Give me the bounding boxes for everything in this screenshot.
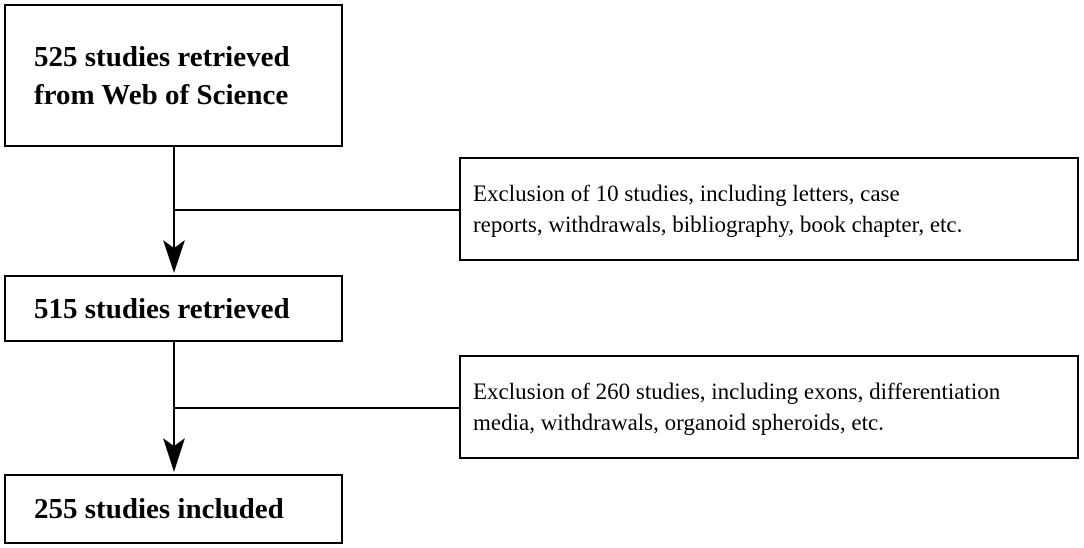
exclusion1-line1: Exclusion of 10 studies, including lette… xyxy=(473,181,900,206)
step1-box: 525 studies retrieved from Web of Scienc… xyxy=(4,4,343,147)
step1-text: 525 studies retrieved from Web of Scienc… xyxy=(34,38,290,114)
arrowhead-to-step3 xyxy=(163,438,185,472)
exclusion2-box: Exclusion of 260 studies, including exon… xyxy=(459,355,1079,459)
exclusion2-line1: Exclusion of 260 studies, including exon… xyxy=(473,379,1001,404)
exclusion2-line2: media, withdrawals, organoid spheroids, … xyxy=(473,410,884,435)
exclusion1-box: Exclusion of 10 studies, including lette… xyxy=(459,157,1079,261)
step2-line1: 515 studies retrieved xyxy=(34,292,290,325)
arrowhead-to-step2 xyxy=(163,240,185,273)
step3-text: 255 studies included xyxy=(34,490,284,528)
step2-box: 515 studies retrieved xyxy=(4,275,343,342)
step3-line1: 255 studies included xyxy=(34,493,284,525)
exclusion1-line2: reports, withdrawals, bibliography, book… xyxy=(473,212,963,237)
step2-text: 515 studies retrieved xyxy=(34,290,290,328)
step1-line2: from Web of Science xyxy=(34,78,289,111)
step3-box: 255 studies included xyxy=(4,474,343,544)
step1-line1: 525 studies retrieved xyxy=(34,40,290,73)
exclusion2-text: Exclusion of 260 studies, including exon… xyxy=(473,376,1000,438)
exclusion1-text: Exclusion of 10 studies, including lette… xyxy=(473,178,962,240)
